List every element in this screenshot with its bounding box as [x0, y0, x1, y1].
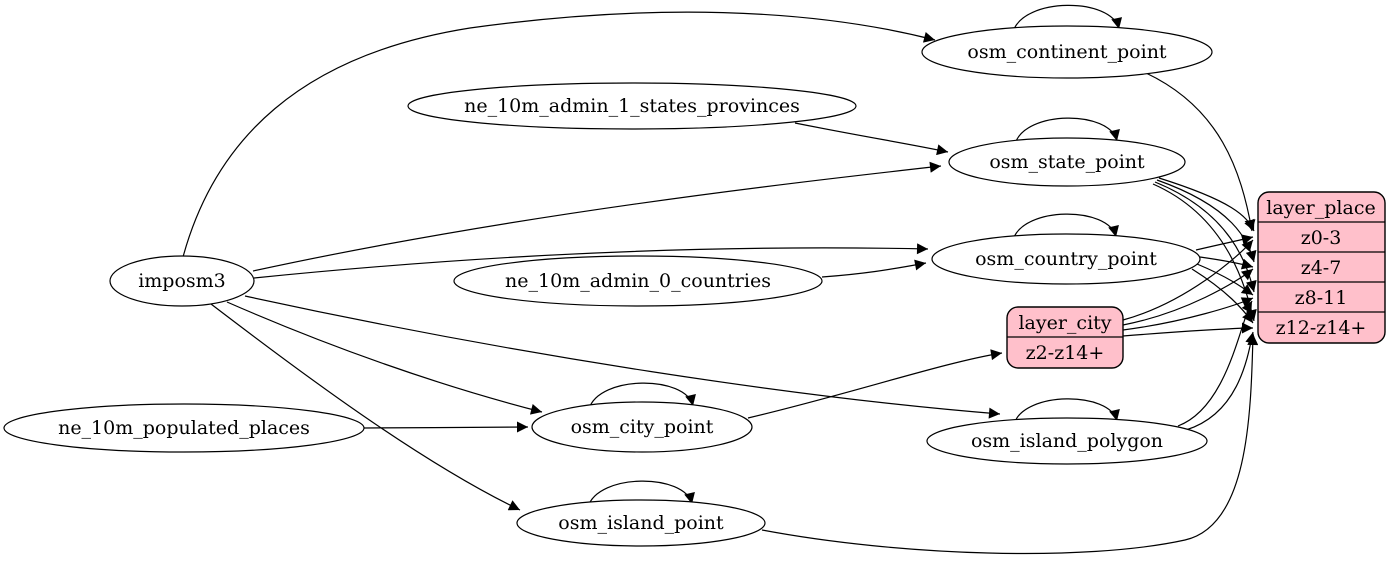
node-osm_continent_point-shape [921, 25, 1213, 79]
self-loop-osm_island_polygon [1013, 398, 1120, 425]
edge-layer_city-layer_place-z0-3 [1122, 239, 1254, 321]
node-osm_continent_point-label: osm_continent_point [967, 41, 1167, 63]
edge-osm_country_point-layer_place-z8-11 [1196, 263, 1254, 296]
edge-layer_city-layer_place-z8-11 [1122, 297, 1254, 331]
node-osm_island_polygon: osm_island_polygon [926, 417, 1208, 465]
record-layer_place-row-z4-7: z4-7 [1301, 257, 1342, 279]
node-osm_island_point-shape [516, 499, 766, 547]
node-osm_country_point: osm_country_point [931, 233, 1201, 285]
edge-imposm3-osm_state_point [252, 161, 942, 272]
node-imposm3-label: imposm3 [138, 270, 226, 292]
edge-osm_state_point-layer_place-z4-7 [1156, 179, 1257, 263]
node-osm_country_point-shape [931, 233, 1201, 285]
edge-osm_island_polygon-layer_place-z8-11 [1177, 300, 1253, 427]
node-osm_continent_point: osm_continent_point [921, 25, 1213, 79]
node-ne_10m_populated_places-shape [3, 403, 365, 453]
edge-imposm3-osm_city_point [226, 301, 543, 415]
edge-layer_city-layer_place-z12-z14 [1122, 322, 1254, 337]
record-layer_city-row-z2-z14: z2-z14+ [1026, 342, 1105, 364]
node-ne_10m_admin_0_countries: ne_10m_admin_0_countries [453, 255, 823, 307]
edge-ne_10m_admin_1_states_provinces-osm_state_point [794, 122, 949, 156]
edge-layer [182, 4, 1259, 555]
node-osm_state_point-shape [948, 137, 1186, 187]
edge-imposm3-osm_continent_point [182, 11, 936, 258]
edge-imposm3-osm_island_polygon [244, 295, 1001, 419]
edge-osm_country_point-layer_place-z4-7 [1199, 256, 1254, 270]
self-loop-osm_state_point [1014, 117, 1120, 145]
edge-osm_state_point-layer_place-z8-11 [1154, 181, 1257, 293]
record-layer_place-shape [1257, 191, 1386, 344]
node-ne_10m_admin_1_states_provinces: ne_10m_admin_1_states_provinces [407, 82, 857, 130]
node-osm_island_point-label: osm_island_point [558, 512, 724, 534]
record-layer_place-row-z12-z14: z12-z14+ [1276, 317, 1367, 339]
edge-osm_country_point-layer_place-z0-3 [1195, 234, 1254, 251]
self-loop-osm_continent_point [1012, 4, 1122, 33]
node-imposm3: imposm3 [109, 255, 255, 307]
self-loop-osm_country_point [1012, 213, 1119, 241]
edge-ne_10m_admin_0_countries-osm_country_point [821, 259, 927, 278]
node-ne_10m_admin_0_countries-shape [453, 255, 823, 307]
node-ne_10m_admin_1_states_provinces-label: ne_10m_admin_1_states_provinces [464, 95, 800, 117]
self-loop-osm_city_point [588, 382, 696, 410]
edge-osm_city_point-layer_city [747, 349, 1003, 419]
node-osm_country_point-label: osm_country_point [975, 248, 1157, 270]
self-loop-osm_island_point [587, 480, 695, 508]
node-ne_10m_populated_places-label: ne_10m_populated_places [58, 417, 310, 439]
node-osm_city_point-label: osm_city_point [571, 416, 714, 438]
node-osm_state_point: osm_state_point [948, 137, 1186, 187]
node-osm_island_polygon-shape [926, 417, 1208, 465]
record-layer_place-row-z8-11: z8-11 [1295, 287, 1348, 309]
edge-osm_continent_point-layer_place-z0-3 [1145, 72, 1256, 232]
node-ne_10m_admin_1_states_provinces-shape [407, 82, 857, 130]
edge-imposm3-osm_country_point [253, 243, 929, 279]
node-osm_island_polygon-label: osm_island_polygon [971, 430, 1163, 452]
node-osm_state_point-label: osm_state_point [989, 151, 1145, 173]
edge-layer_city-layer_place-z4-7 [1122, 268, 1254, 326]
node-ne_10m_admin_0_countries-label: ne_10m_admin_0_countries [505, 270, 771, 292]
record-layer_place: layer_place z0-3 z4-7 z8-11 z12-z14+ [1257, 191, 1386, 344]
node-imposm3-shape [109, 255, 255, 307]
node-ne_10m_populated_places: ne_10m_populated_places [3, 403, 365, 453]
record-layer_place-row-z0-3: z0-3 [1301, 227, 1342, 249]
edge-osm_state_point-layer_place-z0-3 [1158, 177, 1255, 232]
edge-ne_10m_populated_places-osm_city_point [363, 421, 529, 433]
node-osm_city_point-shape [531, 401, 753, 453]
edge-imposm3-osm_island_point [210, 303, 521, 511]
node-osm_city_point: osm_city_point [531, 401, 753, 453]
node-osm_island_point: osm_island_point [516, 499, 766, 547]
record-layer_city: layer_city z2-z14+ [1006, 306, 1124, 369]
record-layer_city-title: layer_city [1018, 312, 1111, 334]
record-layer_place-title: layer_place [1266, 197, 1375, 219]
edge-osm_island_point-layer_place-z12-z14 [761, 333, 1259, 555]
